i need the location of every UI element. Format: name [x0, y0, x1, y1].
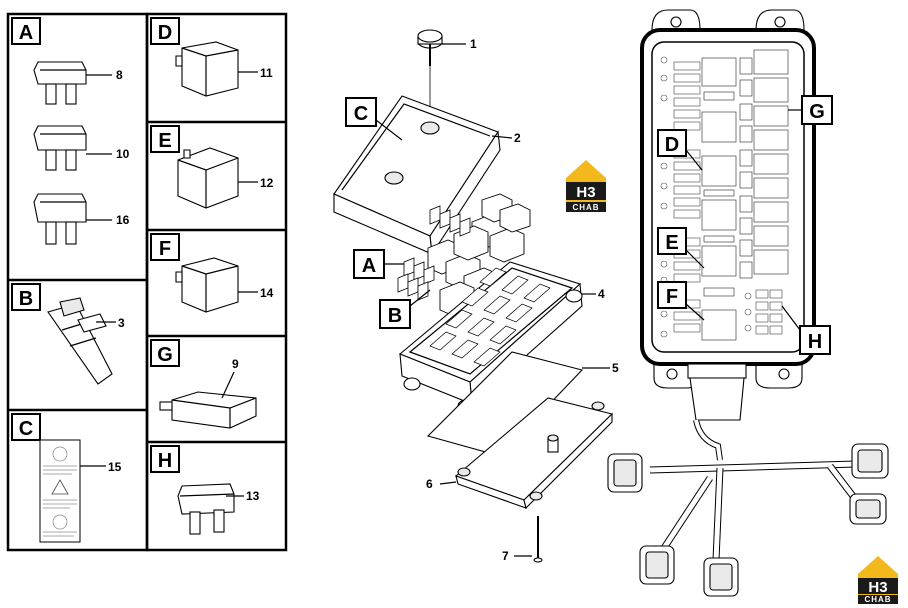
- diode-module-icon: [159, 391, 257, 429]
- panel-h: H 13: [150, 445, 260, 535]
- callout-11: 11: [260, 66, 273, 80]
- callout-13: 13: [246, 489, 260, 503]
- connector-icon: [607, 453, 643, 493]
- panel-a: A 8 10 16: [11, 17, 130, 245]
- bottom-plate: [454, 397, 614, 510]
- relay-block-grid: [701, 57, 753, 341]
- connector-icon: [639, 545, 675, 585]
- callout-5: 5: [612, 361, 619, 375]
- callout-1: 1: [470, 37, 477, 51]
- fusebox-letter-d: D: [665, 134, 679, 156]
- panel-g: G 9: [150, 339, 257, 429]
- relay-icon: [177, 147, 239, 209]
- logo-sub-text-2: CHAB: [864, 595, 891, 604]
- panel-letter-h: H: [158, 450, 172, 472]
- connector-icon: [849, 493, 887, 525]
- callout-16: 16: [116, 213, 130, 227]
- exploded-view: 1 2: [333, 29, 619, 563]
- knob-screw-icon: [417, 29, 443, 66]
- gasket-plate: [426, 351, 584, 457]
- blade-fuse-icon: [177, 483, 235, 535]
- panel-letter-g: G: [157, 344, 173, 366]
- bolt-icon: [533, 516, 543, 563]
- exploded-letter-a: A: [362, 255, 376, 277]
- connector-icon: [703, 557, 739, 597]
- panel-letter-a: A: [19, 22, 33, 44]
- panel-b: B 3: [11, 283, 125, 385]
- panel-grid: [6, 12, 288, 552]
- callout-6: 6: [426, 477, 433, 491]
- callout-14: 14: [260, 286, 274, 300]
- callout-7: 7: [502, 549, 509, 563]
- fuse-cluster-h: [755, 289, 783, 335]
- panel-letter-b: B: [19, 288, 33, 310]
- connector-icon: [851, 443, 889, 479]
- label-sticker-icon: [39, 439, 81, 543]
- panel-e: E 12: [150, 125, 274, 209]
- fuse-puller-icon: [47, 297, 113, 385]
- callout-15: 15: [108, 460, 122, 474]
- fusebox-letter-e: E: [665, 232, 678, 254]
- relay-icon: [175, 257, 239, 313]
- panel-f: F 14: [150, 233, 274, 313]
- callout-12: 12: [260, 176, 274, 190]
- panel-c: C 15: [11, 413, 122, 543]
- panel-letter-f: F: [159, 238, 171, 260]
- callout-3: 3: [118, 316, 125, 330]
- relay-column-right: [753, 49, 789, 275]
- callout-8: 8: [116, 68, 123, 82]
- blade-fuse-icon: [33, 125, 87, 171]
- panel-d: D 11: [150, 17, 273, 97]
- panel-letter-c: C: [19, 418, 33, 440]
- logo-sub-text: CHAB: [572, 203, 599, 212]
- wiring-harness: [649, 363, 859, 561]
- logo-main-text-2: H3: [868, 579, 887, 596]
- callout-4: 4: [598, 287, 605, 301]
- callout-10: 10: [116, 147, 130, 161]
- fuse-row: [397, 205, 471, 301]
- logo-main-text: H3: [576, 184, 595, 201]
- brand-logo: H3 CHAB: [566, 160, 606, 212]
- exploded-letter-b: B: [388, 305, 402, 327]
- fusebox-letter-f: F: [666, 286, 678, 308]
- relay-icon: [175, 41, 239, 97]
- brand-logo: H3 CHAB: [858, 556, 898, 604]
- fusebox-letter-h: H: [808, 331, 822, 353]
- panel-letter-d: D: [158, 22, 172, 44]
- fusebox-letter-g: G: [809, 101, 825, 123]
- blade-fuse-icon: [33, 61, 87, 105]
- exploded-letter-c: C: [354, 103, 368, 125]
- panel-letter-e: E: [158, 130, 171, 152]
- fusebox-layout: D E F G H: [607, 9, 889, 597]
- blade-fuse-icon: [33, 193, 87, 245]
- callout-9: 9: [232, 357, 239, 371]
- callout-2: 2: [514, 131, 521, 145]
